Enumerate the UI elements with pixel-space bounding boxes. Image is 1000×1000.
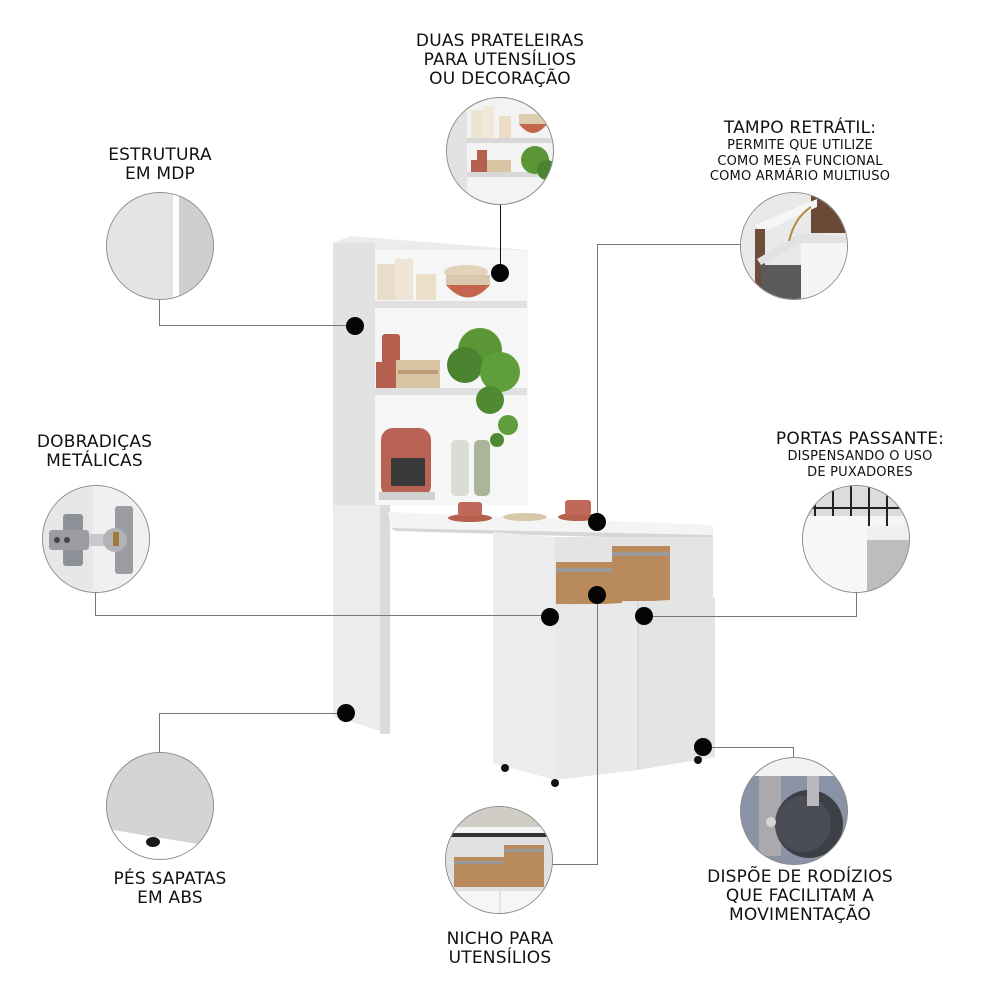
callout-shelves-label: DUAS PRATELEIRAS PARA UTENSÍLIOS OU DECO… [415,31,585,90]
hinge-detail-icon [42,485,150,593]
callout-doors-label: PORTAS PASSANTE: DISPENSANDO O USO DE PU… [775,429,945,480]
connector-structure-v [159,297,160,326]
connector-casters-v [793,747,794,761]
hotspot-niche[interactable] [588,586,606,604]
hotspot-casters[interactable] [694,738,712,756]
hotspot-structure[interactable] [346,317,364,335]
connector-niche-v [597,595,598,865]
hotspot-hinges[interactable] [541,608,559,626]
hotspot-doors[interactable] [635,607,653,625]
folding-table-detail-icon [740,192,848,300]
connector-shelves-v [500,203,501,273]
connector-doors-h [644,616,857,617]
connector-feet-h [159,713,347,714]
mdp-panel-detail-icon [106,192,214,300]
callout-niche-label: NICHO PARA UTENSÍLIOS [446,929,554,969]
connector-doors-v [856,587,857,617]
callout-casters-label: DISPÕE DE RODÍZIOS QUE FACILITAM A MOVIM… [707,867,893,926]
callout-feet-label: PÉS SAPATAS EM ABS [113,869,227,909]
connector-feet-v [159,713,160,753]
callout-structure-label: ESTRUTURA EM MDP [108,145,212,185]
connector-top-v [597,244,598,522]
hotspot-retractable-top[interactable] [588,513,606,531]
connector-hinges-h [95,615,550,616]
shelves-detail-icon [446,97,554,205]
connector-hinges-v [95,588,96,615]
hotspot-feet[interactable] [337,704,355,722]
connector-casters-h [704,747,794,748]
connector-structure-h [159,325,355,326]
connector-niche-h [540,864,598,865]
callout-retractable-top-label: TAMPO RETRÁTIL: PERMITE QUE UTILIZE COMO… [709,118,891,185]
connector-top-h [597,244,740,245]
callout-hinges-label: DOBRADIÇAS METÁLICAS [36,432,153,472]
niche-detail-icon [445,806,553,914]
hotspot-shelves[interactable] [491,264,509,282]
door-edge-detail-icon [802,485,910,593]
foot-detail-icon [106,752,214,860]
caster-wheel-detail-icon [740,757,848,865]
